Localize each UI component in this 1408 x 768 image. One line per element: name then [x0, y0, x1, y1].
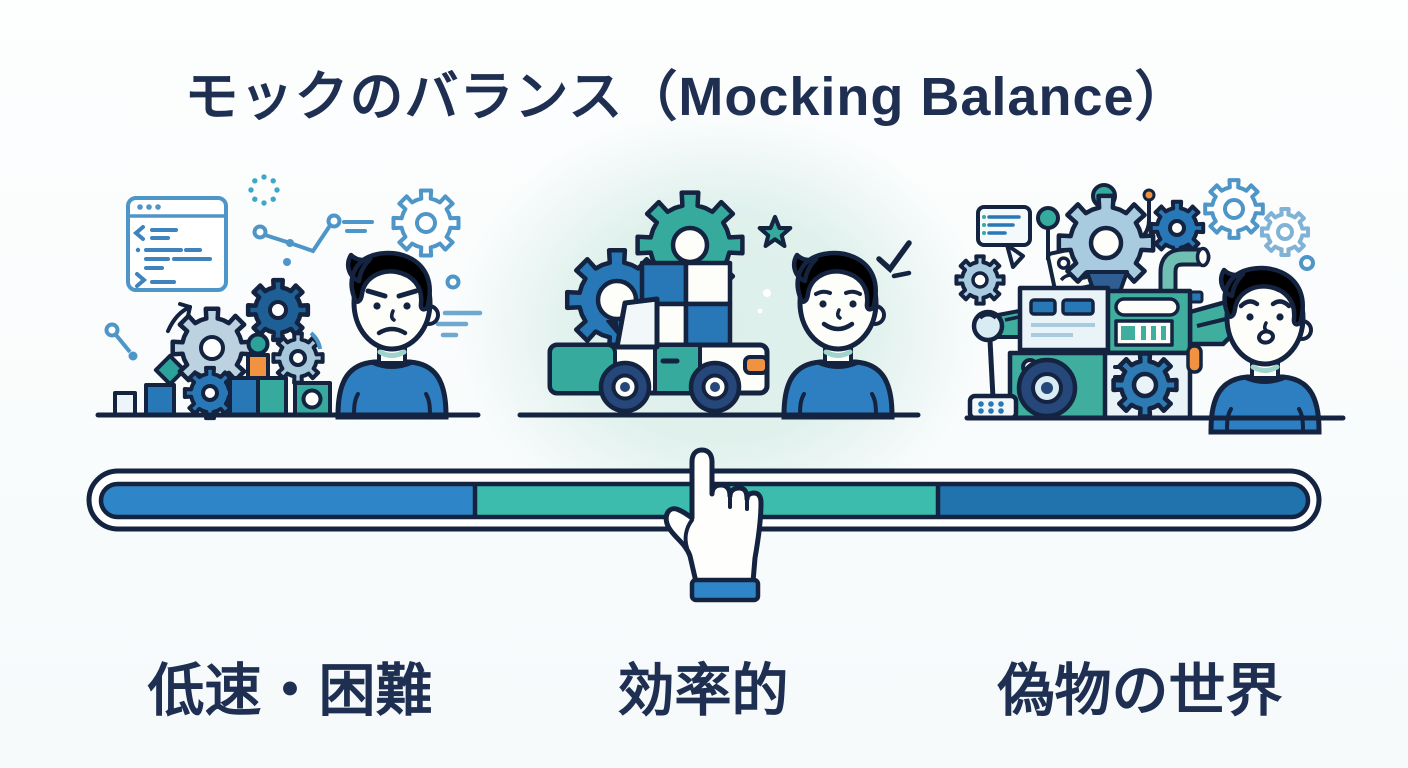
speed-lines-icon — [435, 310, 483, 338]
scene-no-mocking-illustration — [95, 174, 483, 421]
sparkle-dot — [763, 289, 771, 297]
checkmark-icon — [876, 240, 912, 279]
line-chart-icon — [252, 213, 374, 266]
caption-efficient: 効率的 — [617, 659, 789, 723]
sparkle-dot — [757, 308, 763, 314]
commit-doodle-icon — [104, 322, 138, 361]
hand-pointer-icon — [663, 447, 764, 603]
hand-cuff — [689, 577, 761, 603]
machine-icon — [996, 196, 1248, 421]
star-icon — [757, 214, 793, 249]
caption-slow-difficult: 低速・困難 — [147, 659, 433, 723]
speech-bubble-icon — [976, 205, 1032, 269]
loading-dots-icon — [248, 174, 280, 206]
frustrated-developer — [338, 253, 446, 417]
blocks-stack-icon — [639, 260, 733, 348]
code-window-icon — [126, 196, 228, 292]
scene-over-mocking-illustration — [955, 179, 1346, 422]
gear-outline-icon — [392, 189, 460, 257]
gears-icon — [955, 179, 1315, 305]
slider-segment-slow — [101, 484, 475, 517]
slider-segment-fake — [938, 484, 1308, 517]
scene-balanced-mocking-illustration — [517, 163, 921, 421]
happy-developer — [784, 253, 892, 417]
worried-developer — [1211, 268, 1319, 432]
dot-icon — [445, 274, 461, 290]
truck-icon — [547, 296, 770, 414]
blocks-and-gears-pile — [113, 278, 332, 420]
caption-fake-world: 偽物の世界 — [997, 659, 1283, 723]
